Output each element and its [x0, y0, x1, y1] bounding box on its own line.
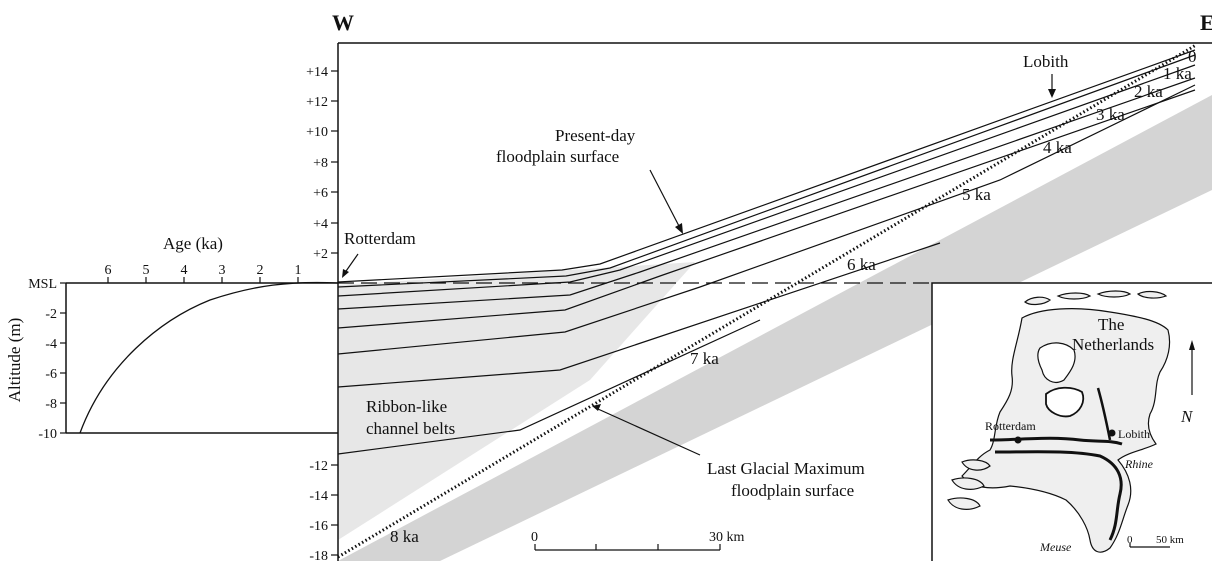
isochrone-label: 7 ka — [690, 349, 719, 368]
isochrone-4ka — [337, 89, 1196, 329]
isochrone-1ka — [337, 54, 1196, 288]
north-label: N — [1180, 407, 1194, 426]
inset-meuse-label: Meuse — [1039, 540, 1072, 554]
lgm-label-line1: Last Glacial Maximum — [707, 459, 865, 478]
isochrone-label: 4 ka — [1043, 138, 1072, 157]
lgm-label-line2: floodplain surface — [731, 481, 854, 500]
y-axis-title: Altitude (m) — [5, 318, 24, 403]
inset-rotterdam-label: Rotterdam — [985, 419, 1036, 433]
inset-lobith-label: Lobith — [1118, 427, 1150, 441]
isochrone-label: 0 — [1188, 47, 1197, 66]
ribbon-label-line1: Ribbon-like — [366, 397, 447, 416]
ijssel-river — [1096, 387, 1112, 441]
age-axis-title: Age (ka) — [163, 234, 223, 253]
tick-label: -16 — [309, 519, 328, 534]
tick-label: 2 — [257, 263, 264, 278]
inset-country-line1: The — [1098, 315, 1124, 334]
isochrone-5ka — [337, 84, 1196, 355]
lgm-substrate-shade — [338, 95, 1212, 561]
tick-label: +8 — [313, 156, 328, 171]
present-day-label-line1: Present-day — [555, 126, 636, 145]
north-arrowhead — [1189, 340, 1195, 350]
isochrone-lines — [337, 49, 1196, 455]
inset-map: The Netherlands Rotterdam Lobith Rhine M… — [931, 282, 1212, 561]
age-tick-marks — [107, 277, 299, 283]
age-tick-labels: 6 5 4 3 2 1 — [105, 263, 302, 278]
inset-scale-bar — [1129, 543, 1170, 548]
tick-label: 3 — [219, 263, 226, 278]
isochrone-2ka — [337, 64, 1196, 297]
inset-scale-start: 0 — [1127, 534, 1133, 546]
inset-scale-end: 50 km — [1156, 534, 1184, 546]
tick-label: 4 — [181, 263, 188, 278]
left-tick-marks — [60, 282, 66, 434]
delta-islands — [947, 459, 991, 510]
isochrone-label: 6 ka — [847, 255, 876, 274]
channel-belt-shade — [338, 262, 695, 540]
frisian-islands — [1024, 290, 1168, 306]
east-label: E — [1200, 10, 1212, 35]
lgm-arrow — [597, 408, 701, 456]
isochrone-label: 8 ka — [390, 527, 419, 546]
west-label: W — [332, 10, 354, 35]
tick-label: 6 — [105, 263, 112, 278]
tick-label: +2 — [313, 247, 328, 262]
tick-label: -2 — [45, 307, 57, 322]
upper-tick-marks — [331, 70, 338, 556]
isochrone-label: 1 ka — [1163, 64, 1192, 83]
rotterdam-label: Rotterdam — [344, 229, 416, 248]
tick-label: -4 — [45, 337, 57, 352]
tick-label: -12 — [309, 459, 328, 474]
lgm-surface-line — [337, 43, 1197, 559]
isochrone-labels: 0 1 ka 2 ka 3 ka 4 ka 5 ka 6 ka 7 ka 8 k… — [390, 47, 1197, 546]
isochrone-7ka — [337, 319, 761, 455]
isochrone-0ka — [337, 49, 1196, 283]
lobith-label: Lobith — [1023, 52, 1069, 71]
tick-label: +14 — [306, 65, 328, 80]
present-day-label-line2: floodplain surface — [496, 147, 619, 166]
tick-label: +12 — [306, 95, 328, 110]
inset-country-line2: Netherlands — [1072, 335, 1154, 354]
tick-label: 5 — [143, 263, 150, 278]
sea-level-rise-curve — [79, 281, 339, 434]
inset-rhine-label: Rhine — [1124, 457, 1154, 471]
tick-label: -14 — [309, 489, 328, 504]
flevoland — [1045, 386, 1085, 418]
upper-tick-labels: +14 +12 +10 +8 +6 +4 +2 -12 -14 -16 -18 — [306, 65, 328, 561]
rotterdam-arrow — [343, 253, 359, 275]
scale-start-label: 0 — [531, 530, 538, 545]
meuse-river — [994, 450, 1123, 541]
tick-label: +10 — [306, 125, 328, 140]
scale-end-label: 30 km — [709, 530, 745, 545]
ribbon-label-line2: channel belts — [366, 419, 455, 438]
tick-label: +6 — [313, 186, 328, 201]
isochrone-6ka — [337, 242, 941, 388]
present-day-arrowhead — [675, 223, 683, 234]
isochrone-label: 2 ka — [1134, 82, 1163, 101]
present-day-arrow — [649, 169, 681, 229]
ijsselmeer — [1037, 342, 1076, 383]
rotterdam-dot — [1014, 436, 1022, 444]
tick-label: -8 — [45, 397, 57, 412]
rhine-river — [989, 436, 1123, 446]
lobith-dot — [1108, 429, 1116, 437]
isochrone-label: 3 ka — [1096, 105, 1125, 124]
tick-label: -6 — [45, 367, 57, 382]
scale-bar — [534, 544, 721, 551]
msl-label: MSL — [28, 277, 57, 292]
rotterdam-arrowhead — [342, 269, 349, 278]
lgm-arrowhead — [592, 404, 601, 411]
tick-label: -18 — [309, 549, 328, 561]
isochrone-label: 5 ka — [962, 185, 991, 204]
tick-label: +4 — [313, 217, 328, 232]
tick-label: 1 — [295, 263, 302, 278]
lobith-arrowhead — [1048, 89, 1056, 98]
netherlands-outline — [961, 308, 1171, 553]
tick-label: -10 — [38, 427, 57, 442]
isochrone-3ka — [337, 77, 1196, 310]
